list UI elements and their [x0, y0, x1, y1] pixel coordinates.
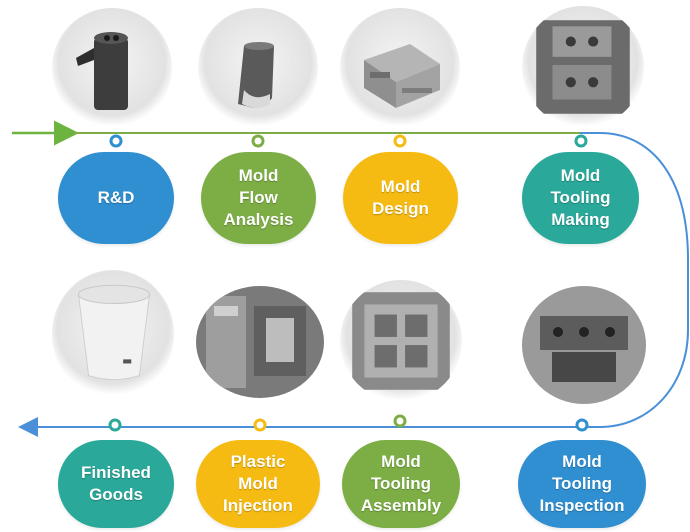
photo-mold-injection [196, 286, 324, 398]
step-mold-tooling-assembly: Mold Tooling Assembly [342, 440, 460, 528]
step-mold-tooling-inspection: Mold Tooling Inspection [518, 440, 646, 528]
node-finished-goods [108, 418, 122, 432]
node-assembly [393, 414, 407, 428]
step-finished-goods: Finished Goods [58, 440, 174, 528]
step-plastic-mold-injection: Plastic Mold Injection [196, 440, 320, 528]
photo-rd-product [52, 8, 172, 128]
photo-finished-goods [52, 270, 174, 398]
step-mold-flow-analysis: Mold Flow Analysis [201, 152, 316, 244]
node-tooling-making [574, 134, 588, 148]
photo-flow-analysis [198, 8, 318, 128]
photo-tooling-assembly [340, 280, 462, 402]
photo-tooling-inspection [522, 286, 646, 404]
return-curve [580, 132, 689, 428]
step-rd: R&D [58, 152, 174, 244]
node-design [393, 134, 407, 148]
photo-tooling-making [522, 6, 644, 128]
node-flow-analysis [251, 134, 265, 148]
step-mold-tooling-making: Mold Tooling Making [522, 152, 639, 244]
step-mold-design: Mold Design [343, 152, 458, 244]
node-injection [253, 418, 267, 432]
node-inspection [575, 418, 589, 432]
node-rd [109, 134, 123, 148]
photo-mold-design [340, 8, 460, 128]
